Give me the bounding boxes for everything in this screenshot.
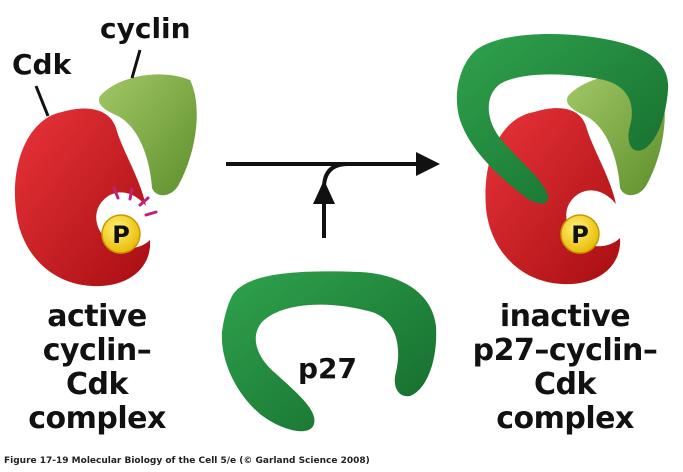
phosphate-label-right: P <box>571 221 589 249</box>
phosphate-left <box>101 214 141 254</box>
active-complex-label: active cyclin–Cdk complex <box>12 300 182 436</box>
phosphate-label-left: P <box>112 221 130 249</box>
cyclin-pointer <box>130 49 142 79</box>
active-label-line1: active <box>47 299 147 334</box>
arrow-head-up <box>313 180 335 204</box>
cdk-shape-right <box>485 108 621 285</box>
inactive-label-line1: inactive <box>499 299 631 334</box>
inactive-label-line2: p27–cyclin–Cdk <box>472 333 658 402</box>
p27-shape-free <box>221 271 437 432</box>
cdk-pointer <box>34 85 50 117</box>
inactive-label-line3: complex <box>496 401 634 436</box>
figure-caption: Figure 17-19 Molecular Biology of the Ce… <box>4 456 370 466</box>
active-label-line2: cyclin–Cdk <box>42 333 152 402</box>
active-label-line3: complex <box>28 401 166 436</box>
cyclin-shape-left <box>98 74 197 196</box>
cdk-shape-left <box>14 108 151 287</box>
phosphate-rays <box>112 186 158 217</box>
arrow-head-main <box>416 152 440 176</box>
inactive-complex-label: inactive p27–cyclin–Cdk complex <box>452 300 678 436</box>
cdk-label: Cdk <box>12 48 72 81</box>
p27-shape-bound <box>456 34 669 204</box>
p27-label: p27 <box>298 352 358 385</box>
cyclin-label: cyclin <box>100 12 191 45</box>
phosphate-right <box>560 214 600 254</box>
